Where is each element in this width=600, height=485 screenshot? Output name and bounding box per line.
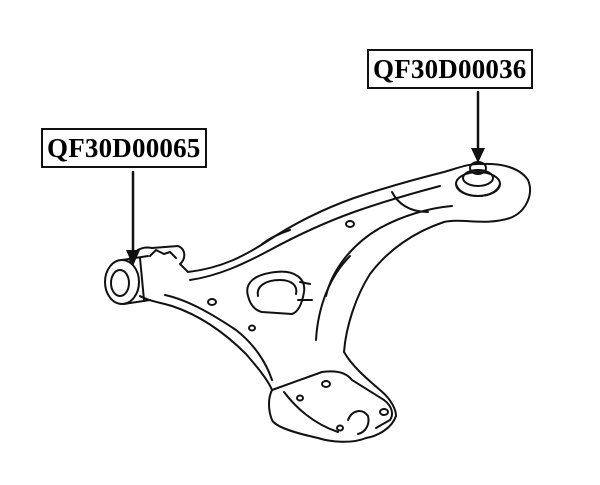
hole-7 — [336, 424, 344, 432]
arm-ridge — [391, 191, 429, 213]
front-bushing-tabs — [149, 249, 177, 259]
ball-joint-ring — [462, 169, 494, 187]
hole-2 — [345, 220, 355, 228]
arm-slot-inner — [256, 279, 298, 297]
mounting-plate-notch — [347, 410, 370, 435]
left-leader-arrowhead — [126, 250, 140, 266]
front-bushing-sleeve — [121, 255, 151, 305]
arm-ridge-2 — [261, 229, 291, 245]
ball-joint-boot — [455, 183, 501, 197]
left-bushing-part-number-label: QF30D00065 — [41, 128, 207, 168]
arm-flange-curve — [325, 205, 453, 297]
ball-joint-part-number-label: QF30D00036 — [367, 49, 533, 89]
hole-5 — [296, 394, 304, 402]
front-bushing-inner — [110, 269, 130, 297]
mounting-plate-inner — [283, 391, 339, 433]
hole-6 — [379, 408, 389, 416]
mounting-plate — [271, 370, 393, 429]
hole-1 — [207, 298, 217, 306]
hole-4 — [321, 380, 331, 388]
hole-3 — [248, 324, 256, 332]
arm-flange-curve-2 — [315, 255, 351, 341]
arm-lower-edge — [164, 294, 273, 381]
arm-slot-lip — [297, 281, 313, 301]
right-leader-arrowhead — [471, 148, 485, 163]
arm-slot — [246, 270, 306, 315]
arm-inner-edge — [189, 185, 441, 281]
